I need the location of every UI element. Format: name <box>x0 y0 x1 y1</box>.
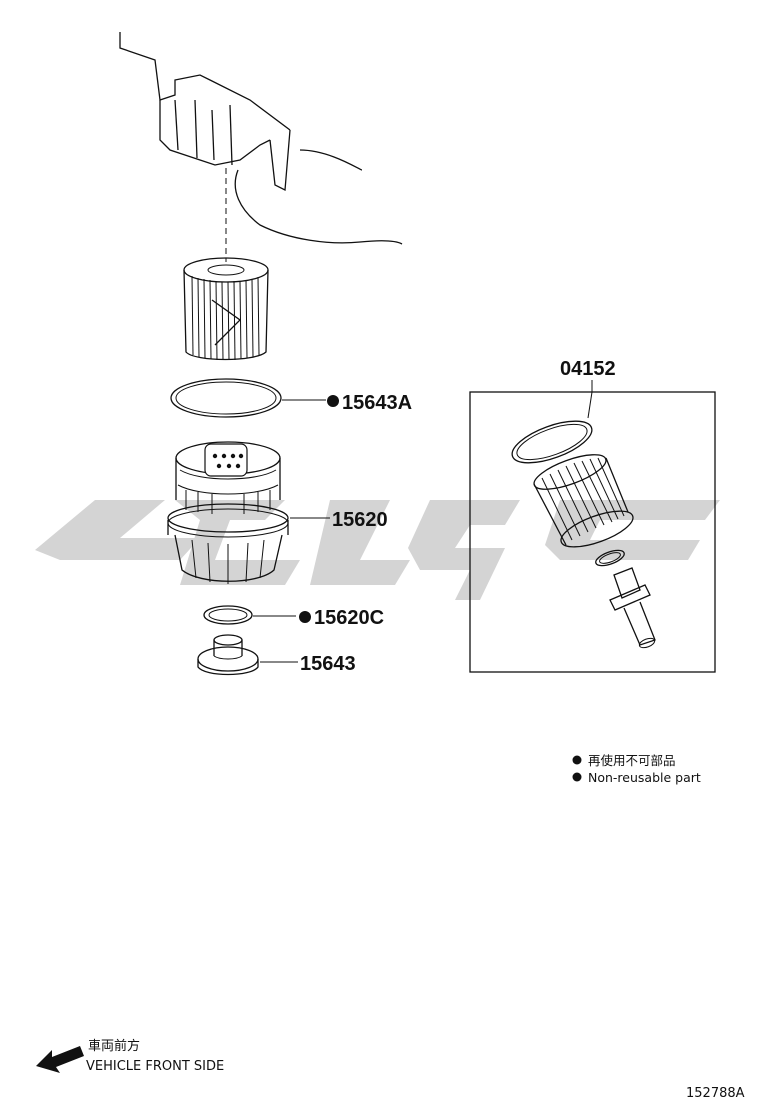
vehicle-front-indicator: 車両前方 VEHICLE FRONT SIDE <box>36 1038 224 1074</box>
kit-seal-ring <box>511 420 593 464</box>
oil-filter-element <box>183 257 269 361</box>
legend: 再使用不可部品 Non-reusable part <box>572 753 701 785</box>
kit-callout-box: 04152 <box>469 358 716 673</box>
oil-filter-cap <box>167 441 289 584</box>
legend-bullet-icon <box>572 755 582 765</box>
svg-text:Non-reusable part: Non-reusable part <box>588 770 701 785</box>
cap-o-ring <box>203 605 253 625</box>
svg-text:VEHICLE FRONT SIDE: VEHICLE FRONT SIDE <box>86 1059 224 1074</box>
callout-cap-o-ring: 15620C <box>253 607 384 629</box>
callout-drain-plug: 15643 <box>260 653 356 675</box>
non-reusable-bullet-icon <box>327 395 339 407</box>
svg-text:04152: 04152 <box>560 358 616 380</box>
callout-seal-ring: 15643A <box>282 392 412 414</box>
svg-text:車両前方: 車両前方 <box>88 1038 140 1054</box>
engine-housing-outline <box>119 32 403 262</box>
kit-o-ring <box>595 549 625 567</box>
kit-drain-nipple <box>609 567 656 649</box>
svg-text:15620C: 15620C <box>314 607 384 629</box>
legend-bullet-icon <box>572 772 582 782</box>
arrow-left-down-icon <box>36 1046 84 1073</box>
svg-text:15620: 15620 <box>332 509 388 531</box>
non-reusable-bullet-icon <box>299 611 311 623</box>
svg-text:15643A: 15643A <box>342 392 412 414</box>
callout-filter-cap: 15620 <box>290 509 388 531</box>
svg-text:再使用不可部品: 再使用不可部品 <box>588 753 676 768</box>
illustration-id: 152788A <box>686 1086 745 1101</box>
drain-plug <box>197 634 259 676</box>
seal-ring <box>170 378 282 418</box>
kit-filter-element <box>533 454 634 548</box>
svg-text:15643: 15643 <box>300 653 356 675</box>
